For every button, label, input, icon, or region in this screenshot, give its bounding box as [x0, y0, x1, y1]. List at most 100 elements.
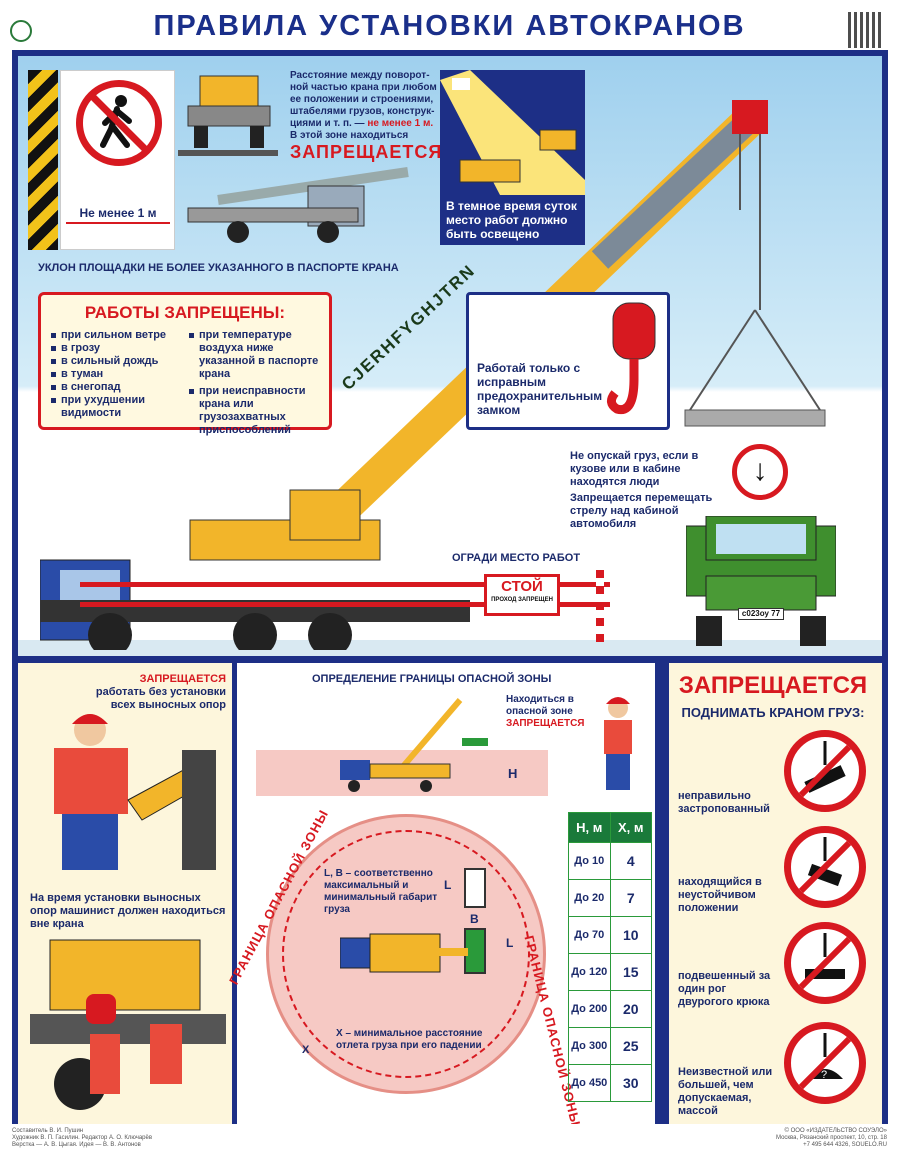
works-forbidden-list-left: при сильном ветре в грозу в сильный дожд… — [51, 329, 181, 420]
outrigger-forbidden-text: работать без установки всех выносных опо… — [95, 686, 226, 711]
stay-forbidden: ЗАПРЕЩАЕТСЯ — [506, 718, 585, 729]
b-label: В — [470, 912, 479, 926]
list-item: в туман — [51, 368, 181, 381]
ground — [18, 640, 882, 656]
list-item: в снегопад — [51, 381, 181, 394]
distance-arrow — [66, 222, 170, 224]
separator — [232, 663, 237, 1124]
down-arrow-sign: ↓ — [732, 444, 788, 500]
cell-height: До 70 — [568, 916, 611, 954]
rule-item: Неизвестной или большей, чем допускаемая… — [678, 1066, 773, 1117]
works-forbidden-list-right: при температуре воздуха ниже указанной в… — [189, 329, 325, 437]
header — [0, 0, 899, 50]
lifting-forbidden-title: ЗАПРЕЩАЕТСЯ — [678, 672, 868, 699]
night-rule: В темное время суток место работ должно … — [440, 195, 585, 245]
suspended-load-icon — [684, 309, 826, 427]
credit-line: Составитель В. И. Пушин — [12, 1128, 84, 1134]
list-item: в сильный дождь — [51, 355, 181, 368]
hazard-wall — [28, 70, 58, 250]
worker-outrigger-illustration — [54, 714, 216, 870]
l-label: L — [444, 878, 452, 892]
cell-distance: 30 — [609, 1064, 653, 1102]
slope-rule: УКЛОН ПЛОЩАДКИ НЕ БОЛЕЕ УКАЗАННОГО В ПАС… — [38, 262, 399, 274]
misslung-load-sign — [784, 730, 866, 812]
header-h: Н, м — [568, 812, 611, 843]
cargo-truck-icon — [686, 516, 836, 646]
one-horn-hook-sign — [784, 922, 866, 1004]
distance-text-line: штабелями грузов, конструк- — [290, 106, 435, 117]
rule-item: подвешенный за один рог двурогого крюка — [678, 970, 771, 1008]
list-item: при температуре воздуха ниже указанной в… — [189, 329, 325, 381]
list-item: в грозу — [51, 342, 181, 355]
works-forbidden-box: РАБОТЫ ЗАПРЕЩЕНЫ: при сильном ветре в гр… — [38, 292, 332, 436]
distance-rule-text: Расстояние между поворот- ной частью кра… — [290, 70, 440, 142]
cell-height: До 300 — [568, 1027, 611, 1065]
distance-text-line: циями и т. п. — не менее 1 м. — [290, 118, 440, 130]
rule-item: неправильно застропованный — [678, 790, 770, 815]
hook-load-icon — [798, 837, 852, 894]
crane-rear-view-icon — [178, 75, 278, 156]
fence-rule: ОГРАДИ МЕСТО РАБОТ — [452, 552, 581, 564]
cell-distance: 7 — [609, 879, 653, 917]
distance-text-line: В этой зоне находиться — [290, 130, 409, 141]
danger-zone-title: ОПРЕДЕЛЕНИЕ ГРАНИЦЫ ОПАСНОЙ ЗОНЫ — [312, 673, 552, 685]
night-scene — [440, 70, 585, 195]
works-forbidden-title: РАБОТЫ ЗАПРЕЩЕНЫ: — [84, 303, 286, 322]
stay-text: Находиться в опасной зоне — [506, 694, 574, 717]
credit-line: © ООО «ИЗДАТЕЛЬСТВО СОУЭЛО» — [784, 1128, 887, 1134]
list-item: при неисправности крана или грузозахватн… — [189, 385, 325, 437]
svg-text:?: ? — [821, 1069, 827, 1081]
cell-distance: 4 — [609, 842, 653, 880]
cell-height: До 120 — [568, 953, 611, 991]
table-header-row: Н, м Х, м — [568, 812, 653, 843]
l-label-2: L — [506, 936, 514, 950]
qr-code-icon — [848, 12, 884, 48]
distance-text-highlight: не менее 1 м. — [367, 118, 434, 129]
hook-load-icon — [798, 933, 852, 990]
small-crane-icon — [340, 698, 463, 792]
rule-item: находящийся в неустойчивом положении — [678, 876, 762, 914]
poster-title: ПРАВИЛА УСТАНОВКИ АВТОКРАНОВ — [153, 10, 746, 42]
danger-zone-boundary — [282, 830, 530, 1078]
forbidden-word: ЗАПРЕЩАЕТСЯ — [290, 142, 443, 162]
height-label: Н — [508, 766, 518, 781]
worker-icon — [604, 697, 632, 790]
stop-sign: СТОЙ ПРОХОД ЗАПРЕЩЕН — [484, 574, 560, 616]
footer: Составитель В. И. Пушин Художник В. П. Г… — [0, 1124, 899, 1161]
hook-rule-box: Работай только с исправным предохранител… — [466, 292, 670, 430]
min-distance-label: Не менее 1 м — [79, 206, 157, 220]
lb-definition: L, В – соответственно максимальный и мин… — [324, 868, 438, 915]
cell-distance: 25 — [609, 1027, 653, 1065]
x-label: Х — [302, 1044, 310, 1056]
stop-sign-subtitle: ПРОХОД ЗАПРЕЩЕН — [491, 597, 553, 603]
hook-rule-text: Работай только с исправным предохранител… — [477, 361, 603, 417]
list-item: при сильном ветре — [51, 329, 181, 342]
pedestrian-icon — [90, 94, 148, 152]
x-definition: Х – минимальное расстояние отлета груза … — [336, 1028, 483, 1051]
cell-distance: 20 — [609, 990, 653, 1028]
lamp-light-icon — [440, 70, 585, 195]
credits-left: Составитель В. И. Пушин Художник В. П. Г… — [12, 1128, 152, 1149]
credit-line: Верстка — А. В. Цыгая. Идея — В. В. Анто… — [12, 1142, 141, 1148]
safety-hook-icon — [607, 302, 656, 415]
distance-text-line: ной частью крана при любом — [290, 82, 437, 93]
no-pedestrians-sign — [76, 80, 162, 166]
cell-height: До 450 — [568, 1064, 611, 1102]
cell-distance: 15 — [609, 953, 653, 991]
cell-height: До 200 — [568, 990, 611, 1028]
bottom-left-panel — [18, 663, 232, 1124]
list-item: при ухудшении видимости — [51, 394, 181, 420]
distance-text-part: циями и т. п. — — [290, 118, 368, 129]
outrigger-forbidden-word: ЗАПРЕЩАЕТСЯ — [139, 673, 226, 685]
distance-text-line: ее положении и строениями, — [290, 94, 434, 105]
hook-load-icon — [798, 741, 852, 798]
credits-right: © ООО «ИЗДАТЕЛЬСТВО СОУЭЛО» Москва, Ряза… — [776, 1128, 887, 1149]
cell-height: До 10 — [568, 842, 611, 880]
credit-line: Москва, Рязанский проспект, 10, стр. 18 — [776, 1135, 887, 1141]
unknown-mass-sign: ? — [784, 1022, 866, 1104]
